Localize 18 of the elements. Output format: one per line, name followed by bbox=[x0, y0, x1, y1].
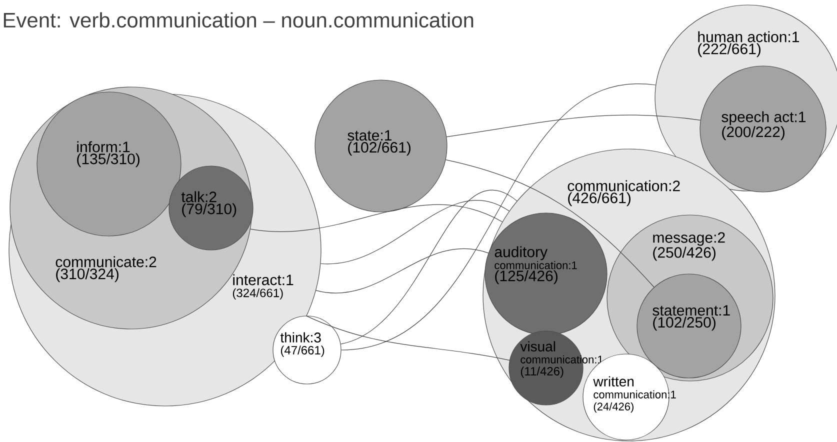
circle-node: talk:2 (79/310) bbox=[168, 166, 254, 250]
connector-line bbox=[341, 84, 656, 350]
circle-node: statement:1 (102/250) bbox=[636, 274, 742, 378]
connector-line bbox=[320, 200, 510, 264]
node-label: (24/426) bbox=[594, 402, 634, 413]
title: Event: verb.communication – noun.communication bbox=[4, 12, 474, 28]
connector-line bbox=[316, 248, 489, 294]
circle-node: think:3 (47/661) bbox=[272, 316, 342, 384]
connector-line bbox=[446, 159, 654, 288]
circle-node: inform:1 (135/310) bbox=[36, 92, 182, 236]
circle-node: state:1 (102/661) bbox=[314, 80, 448, 212]
circle-node: speech act:1 (200/222) bbox=[700, 66, 826, 192]
connector-line bbox=[340, 190, 518, 344]
connector-line bbox=[250, 204, 503, 232]
node-label: communication:1 bbox=[594, 390, 676, 398]
circle-node: auditory communication:1 (125/426) bbox=[484, 212, 608, 336]
connector-line bbox=[306, 316, 510, 361]
connector-line bbox=[446, 114, 701, 138]
